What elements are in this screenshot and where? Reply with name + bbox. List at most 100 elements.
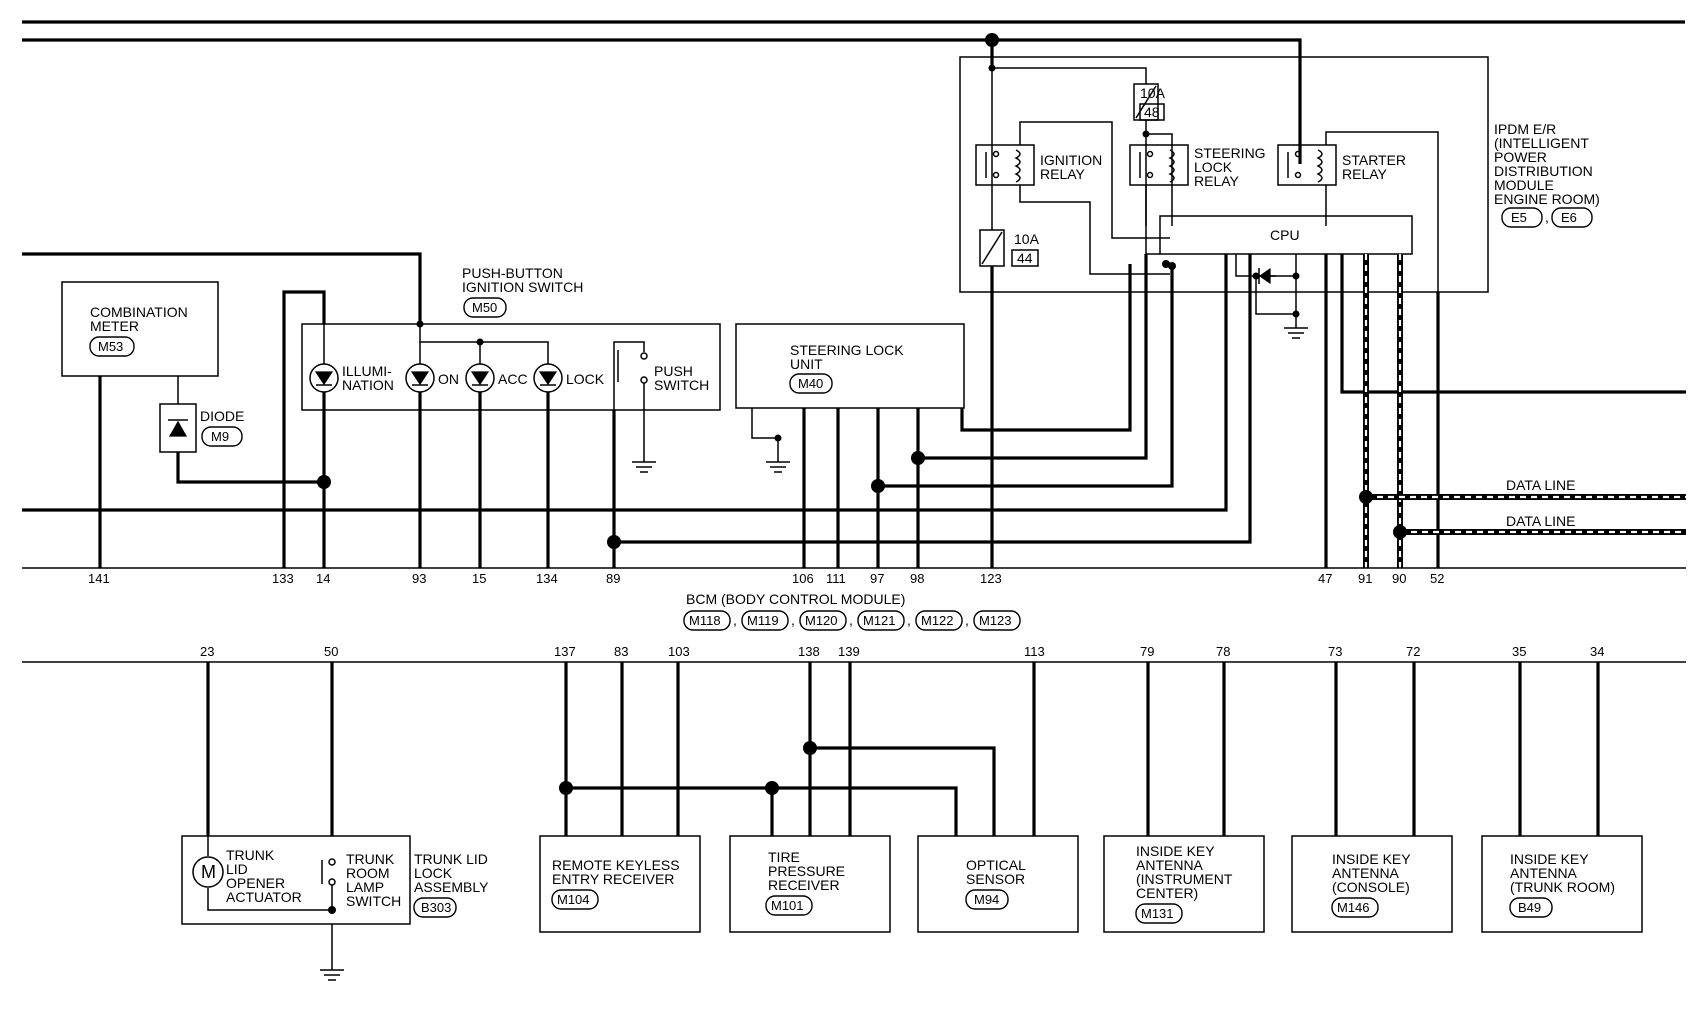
bcm-pin-133: 133 xyxy=(272,571,294,586)
bcm-pin-73: 73 xyxy=(1328,644,1342,659)
trunk-lamp-switch-label-2: ROOM xyxy=(346,865,390,881)
tire-pressure-receiver: TIRE PRESSURE RECEIVER M101 xyxy=(729,835,891,933)
ipdm-label-4: DISTRIBUTION xyxy=(1494,163,1593,179)
bcm-connector-m122: M122 xyxy=(921,613,954,628)
illumination-led: ILLUMI- NATION xyxy=(309,363,394,393)
steering-lock-relay-label-2: LOCK xyxy=(1194,159,1233,175)
bcm-pin-15: 15 xyxy=(472,571,486,586)
trunk-lamp-switch-label-1: TRUNK xyxy=(346,851,395,867)
starter-relay-label-1: STARTER xyxy=(1342,152,1406,168)
fuse-44: 10A 44 xyxy=(979,229,1040,267)
tire-pressure-label-3: RECEIVER xyxy=(768,877,840,893)
data-line-label-1: DATA LINE xyxy=(1506,477,1576,493)
bcm-pin-83: 83 xyxy=(614,644,628,659)
push-switch-label-1: PUSH xyxy=(654,363,693,379)
bcm-connector-m118: M118 xyxy=(689,613,721,628)
optical-sensor-label-1: OPTICAL xyxy=(966,857,1026,873)
top-power-lines xyxy=(22,20,1685,164)
combination-meter: COMBINATION METER M53 xyxy=(61,281,219,377)
tire-pressure-label-2: PRESSURE xyxy=(768,863,845,879)
antenna-console-connector: M146 xyxy=(1337,900,1370,915)
steering-lock-unit-label-2: UNIT xyxy=(790,356,823,372)
illumination-label-2: NATION xyxy=(342,377,394,393)
antenna-instrument-label-1: INSIDE KEY xyxy=(1136,843,1215,859)
bcm-pin-91: 91 xyxy=(1358,571,1372,586)
optical-sensor-connector: M94 xyxy=(974,892,999,907)
trunk-lid-lock-connector: B303 xyxy=(421,900,451,915)
bcm-comma-4: , xyxy=(907,612,911,628)
bcm-pin-14: 14 xyxy=(316,571,330,586)
ipdm-label-5: MODULE xyxy=(1494,177,1554,193)
bcm-pin-103: 103 xyxy=(668,644,690,659)
tire-pressure-label-1: TIRE xyxy=(768,849,800,865)
data-line-label-2: DATA LINE xyxy=(1506,513,1576,529)
steering-lock-unit: STEERING LOCK UNIT M40 xyxy=(735,323,965,473)
acc-led: ACC xyxy=(465,363,528,393)
antenna-console-label-2: ANTENNA xyxy=(1332,865,1400,881)
illumination-label-1: ILLUMI- xyxy=(342,363,392,379)
diode-label: DIODE xyxy=(200,408,244,424)
combination-meter-connector: M53 xyxy=(98,339,123,354)
antenna-console-label-3: (CONSOLE) xyxy=(1332,879,1410,895)
diode-m9: DIODE M9 xyxy=(159,376,324,484)
ipdm-connector-comma: , xyxy=(1545,209,1549,225)
fuse-48-rating: 10A xyxy=(1140,85,1166,101)
bcm-connector-m120: M120 xyxy=(805,613,838,628)
combination-meter-label-2: METER xyxy=(90,318,139,334)
trunk-lid-lock-label-2: LOCK xyxy=(414,865,453,881)
steering-lock-unit-connector: M40 xyxy=(798,376,823,391)
bcm-connector-m121: M121 xyxy=(863,613,896,628)
lock-led: LOCK xyxy=(533,363,605,393)
bcm-pin-79: 79 xyxy=(1140,644,1154,659)
bcm-connector-m119: M119 xyxy=(747,613,779,628)
combination-meter-label-1: COMBINATION xyxy=(90,304,188,320)
bcm-pin-123: 123 xyxy=(980,571,1002,586)
trunk-actuator-label-1: TRUNK xyxy=(226,847,275,863)
trunk-actuator-label-4: ACTUATOR xyxy=(226,889,302,905)
bcm-pin-34: 34 xyxy=(1590,644,1604,659)
bcm-pin-113: 113 xyxy=(1024,644,1045,659)
bcm-pin-106: 106 xyxy=(792,571,814,586)
push-switch-label-2: SWITCH xyxy=(654,377,709,393)
bcm-comma-5: , xyxy=(965,612,969,628)
bcm-pin-47: 47 xyxy=(1318,571,1332,586)
acc-label: ACC xyxy=(498,371,528,387)
starter-relay-label-2: RELAY xyxy=(1342,166,1388,182)
trunk-lamp-switch-label-3: LAMP xyxy=(346,879,384,895)
trunk-lamp-switch-label-4: SWITCH xyxy=(346,893,401,909)
steering-lock-relay: STEERING LOCK RELAY xyxy=(1129,144,1266,189)
data-lines: DATA LINE DATA LINE xyxy=(1359,254,1686,568)
push-button-ignition-switch: PUSH-BUTTON IGNITION SWITCH M50 ILLUMI- … xyxy=(301,265,721,473)
push-button-label-2: IGNITION SWITCH xyxy=(462,279,583,295)
tire-pressure-connector: M101 xyxy=(771,898,804,913)
bcm-pin-72: 72 xyxy=(1406,644,1420,659)
steering-lock-relay-label-3: RELAY xyxy=(1194,173,1240,189)
ipdm-cpu: CPU xyxy=(1159,215,1413,255)
bcm-upper-connector: 141 133 14 93 15 134 89 106 111 97 98 12… xyxy=(22,567,1686,586)
remote-keyless-label-2: ENTRY RECEIVER xyxy=(552,871,674,887)
antenna-instrument-label-2: ANTENNA xyxy=(1136,857,1204,873)
fuse-44-rating: 10A xyxy=(1014,231,1040,247)
on-led: ON xyxy=(405,363,459,393)
ignition-relay-label-2: RELAY xyxy=(1040,166,1086,182)
bcm-comma-3: , xyxy=(849,612,853,628)
antenna-instrument-label-3: (INSTRUMENT xyxy=(1136,871,1233,887)
antenna-instrument-label-4: CENTER) xyxy=(1136,885,1198,901)
bcm-label-group: BCM (BODY CONTROL MODULE) M118 , M119 , … xyxy=(683,591,1021,631)
motor-symbol: M xyxy=(201,862,216,882)
bcm-pin-35: 35 xyxy=(1512,644,1526,659)
lock-label: LOCK xyxy=(566,371,605,387)
remote-keyless-entry-receiver: REMOTE KEYLESS ENTRY RECEIVER M104 xyxy=(539,835,701,933)
ipdm-label-1: IPDM E/R xyxy=(1494,121,1556,137)
ipdm-module: 10A 48 IGNITION RELAY 10A 44 xyxy=(959,56,1600,339)
inside-key-antenna-trunk-room: INSIDE KEY ANTENNA (TRUNK ROOM) B49 xyxy=(1481,835,1643,933)
bcm-comma-1: , xyxy=(733,612,737,628)
fuse-44-number: 44 xyxy=(1017,250,1033,266)
steering-lock-relay-label-1: STEERING xyxy=(1194,145,1266,161)
ipdm-label-3: POWER xyxy=(1494,149,1547,165)
antenna-instrument-connector: M131 xyxy=(1141,906,1174,921)
push-switch: PUSH SWITCH xyxy=(613,341,709,473)
bcm-pin-137: 137 xyxy=(554,644,576,659)
bcm-pin-93: 93 xyxy=(412,571,426,586)
